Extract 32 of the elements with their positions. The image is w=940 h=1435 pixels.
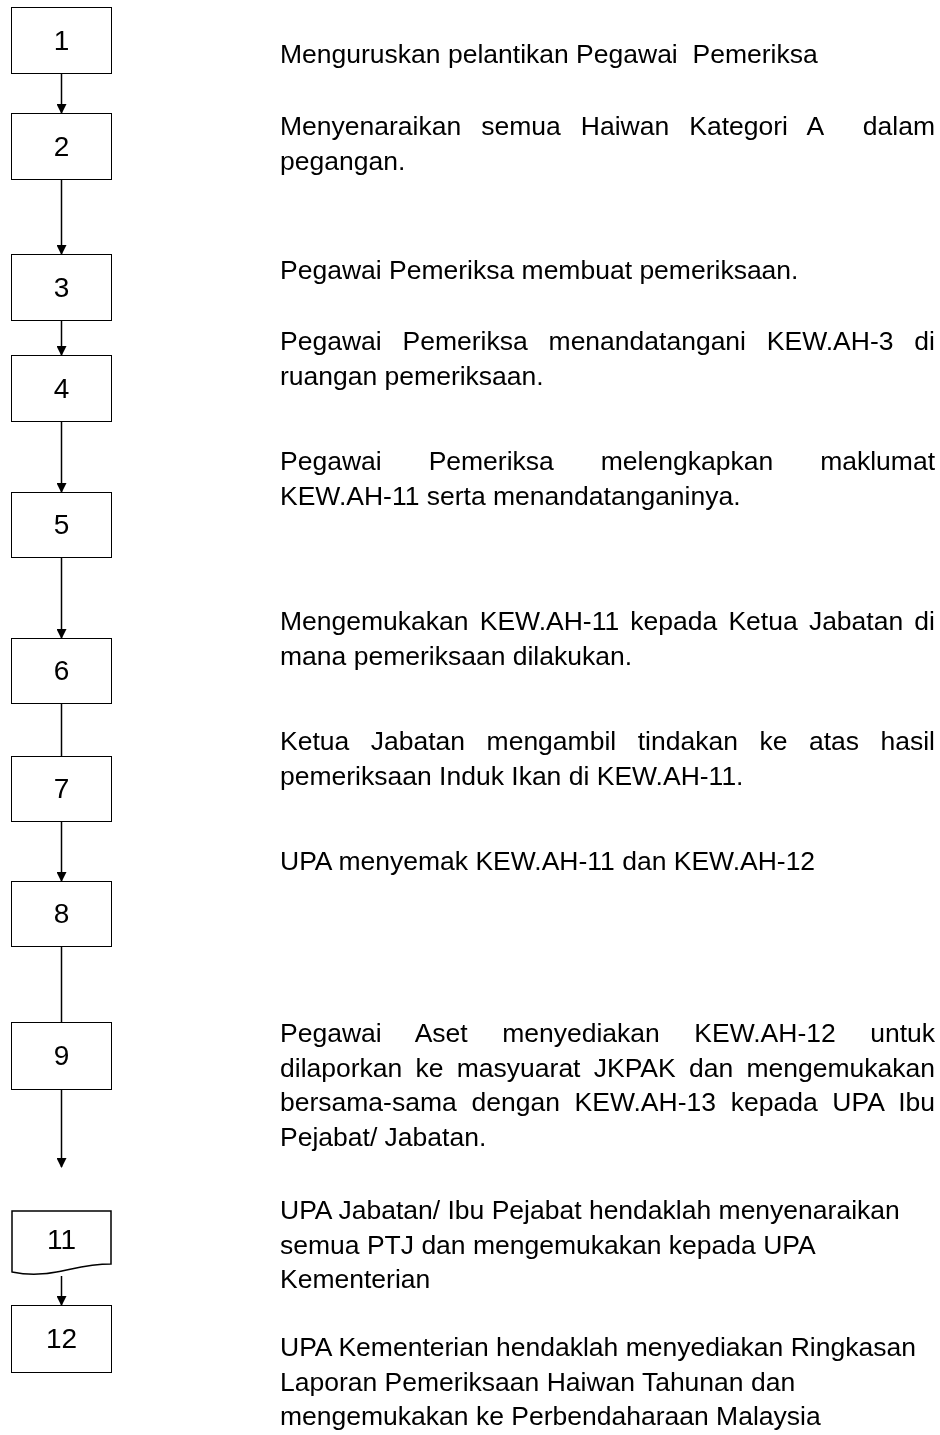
document-shape: 11: [11, 1210, 112, 1278]
step-description: Pegawai Pemeriksa melengkapkan maklumat KEW.AH-11 serta menandatanganinya.: [280, 445, 935, 513]
connector-line: [60, 703, 63, 757]
step-description: Mengemukakan KEW.AH-11 kepada Ketua Jabatan di mana pemeriksaan dilakukan.: [280, 605, 935, 673]
connector-line: [60, 946, 63, 1023]
step-box: 5: [11, 492, 112, 558]
step-box: 8: [11, 881, 112, 947]
step-description: Pegawai Pemeriksa menandatangani KEW.AH-3 di ruangan pemeriksaan.: [280, 325, 935, 393]
step-description: Ketua Jabatan mengambil tindakan ke atas hasil pemeriksaan Induk Ikan di KEW.AH-11.: [280, 725, 935, 793]
arrow: [56, 179, 67, 255]
step-box: 1: [11, 7, 112, 74]
arrow: [56, 73, 67, 114]
step-box: 12: [11, 1305, 112, 1373]
arrow: [56, 1275, 67, 1306]
step-description: UPA menyemak KEW.AH-11 dan KEW.AH-12: [280, 845, 817, 878]
step-description: UPA Jabatan/ Ibu Pejabat hendaklah menyenaraikan semua PTJ dan mengemukakan kepada UPA Kementerian: [280, 1194, 901, 1296]
arrow: [56, 557, 67, 639]
step-description: Pegawai Aset menyediakan KEW.AH-12 untuk dilaporkan ke masyuarat JKPAK dan mengemukakan bersama-sama dengan KEW.AH-13 kepada UPA Ibu Pejabat/ Jabatan.: [280, 1017, 935, 1154]
step-description: Menguruskan pelantikan Pegawai Pemeriksa: [280, 38, 819, 71]
step-description: Menyenaraikan semua Haiwan Kategori A dalam pegangan.: [280, 110, 935, 178]
arrow: [56, 421, 67, 493]
step-box: 3: [11, 254, 112, 321]
arrow: [56, 821, 67, 882]
step-box: 4: [11, 355, 112, 422]
arrow: [56, 320, 67, 356]
step-box: 6: [11, 638, 112, 704]
step-box: 7: [11, 756, 112, 822]
arrow: [56, 1089, 67, 1168]
step-box: 9: [11, 1022, 112, 1090]
step-description: UPA Kementerian hendaklah menyediakan Ringkasan Laporan Pemeriksaan Haiwan Tahunan dan mengemukakan ke Perbendaharaan Malaysia: [280, 1331, 917, 1433]
step-box: 2: [11, 113, 112, 180]
step-description: Pegawai Pemeriksa membuat pemeriksaan.: [280, 254, 800, 287]
